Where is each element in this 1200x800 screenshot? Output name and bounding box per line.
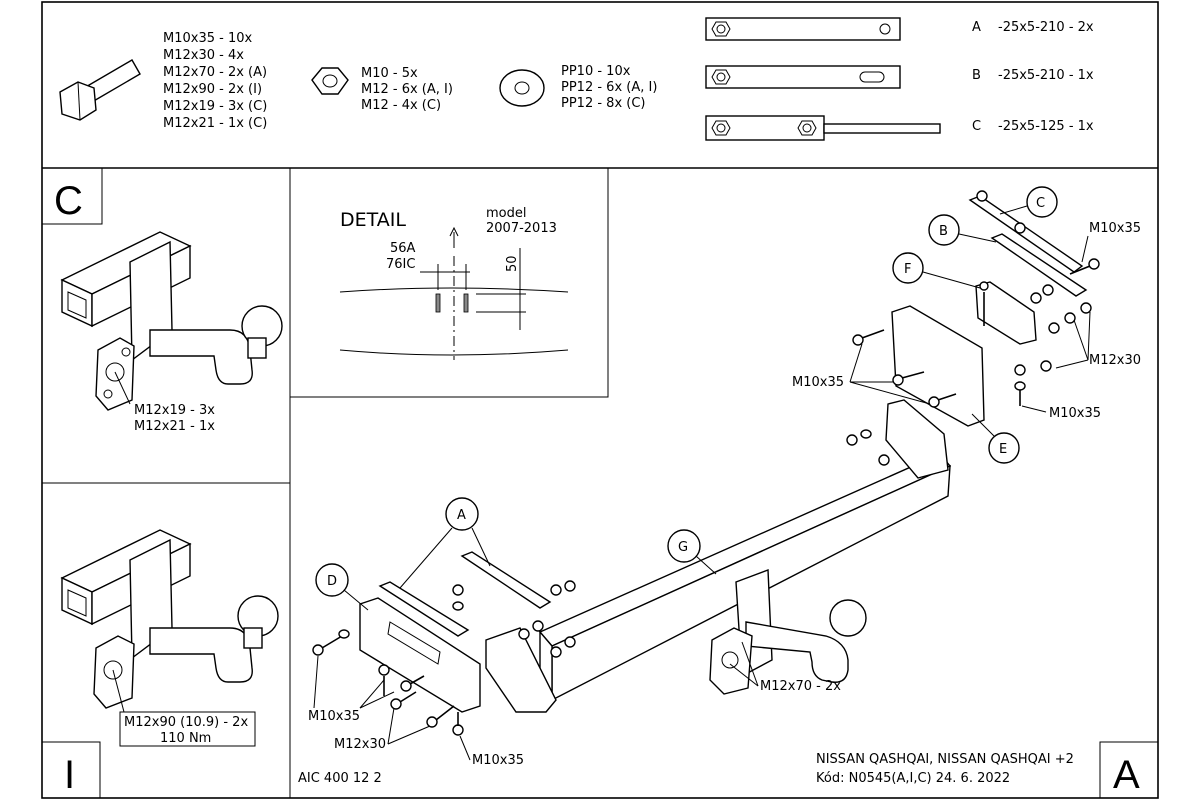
svg-text:A: A (457, 508, 466, 523)
washer-spec: PP10 - 10x (561, 64, 631, 79)
detail-title: DETAIL (340, 209, 406, 231)
washer-spec-list: PP10 - 10x PP12 - 6x (A, I) PP12 - 8x (C… (561, 64, 657, 111)
nut-spec: M12 - 4x (C) (361, 98, 441, 113)
detail-dimension: 50 (505, 255, 520, 272)
plate-spec: -25x5-210 - 1x (998, 68, 1094, 83)
plate-spec: -25x5-210 - 2x (998, 20, 1094, 35)
towbar-i-illustration (60, 529, 279, 713)
plate-a-icon (705, 17, 901, 41)
panel-c-note: M12x21 - 1x (134, 419, 215, 434)
detail-section-drawing (339, 226, 569, 360)
bolt-icon (59, 59, 141, 121)
nut-icon (311, 67, 349, 95)
svg-text:E: E (999, 442, 1007, 457)
callout-g: G (667, 529, 717, 575)
right-bracket (885, 281, 1037, 479)
plate-b-icon (705, 65, 901, 89)
callout-b: B (928, 214, 997, 246)
panel-c-note: M12x19 - 3x (134, 403, 215, 418)
label-m10x35: M10x35 (472, 753, 524, 768)
label-m10x35: M10x35 (1049, 406, 1101, 421)
bolt-spec: M12x70 - 2x (A) (163, 65, 267, 80)
towbar-c-illustration (60, 231, 283, 411)
detail-code: 56A (390, 241, 416, 256)
nut-spec-list: M10 - 5x M12 - 6x (A, I) M12 - 4x (C) (361, 66, 453, 113)
panel-i-note: M12x90 (10.9) - 2x (124, 715, 248, 730)
drawing-frame (41, 1, 1159, 799)
svg-text:D: D (327, 574, 337, 589)
plate-spec: -25x5-125 - 1x (998, 119, 1094, 134)
washer-icon (499, 69, 545, 107)
plate-letter: C (972, 119, 981, 134)
kod-date: Kód: N0545(A,I,C) 24. 6. 2022 (816, 771, 1010, 786)
washer-spec: PP12 - 8x (C) (561, 96, 646, 111)
label-m12x30: M12x30 (1089, 353, 1141, 368)
label-m12x30: M12x30 (334, 737, 386, 752)
plate-letter: A (972, 20, 981, 35)
label-m12x70: M12x70 - 2x (760, 679, 841, 694)
label-m10x35-multi: M10x35 (792, 375, 844, 390)
vehicle-name: NISSAN QASHQAI, NISSAN QASHQAI +2 (816, 752, 1074, 767)
nut-spec: M10 - 5x (361, 66, 418, 81)
callout-e: E (971, 413, 1020, 464)
fasteners (312, 190, 1100, 736)
svg-text:B: B (939, 224, 948, 239)
callout-a: A (399, 497, 491, 589)
product-code: AIC 400 12 2 (298, 771, 382, 786)
washer-spec: PP12 - 6x (A, I) (561, 80, 657, 95)
detail-code: 76IC (386, 257, 415, 272)
label-m10x35: M10x35 (1089, 221, 1141, 236)
detail-model-years: 2007-2013 (486, 221, 557, 236)
bolt-spec: M12x21 - 1x (C) (163, 116, 267, 131)
corner-letter: A (1113, 753, 1140, 797)
corner-letter-box (1099, 741, 1159, 799)
bolt-spec-list: M10x35 - 10x M12x30 - 4x M12x70 - 2x (A)… (163, 31, 267, 131)
plate-letter: B (972, 68, 981, 83)
panel-c-letter: C (54, 179, 83, 223)
svg-text:F: F (904, 262, 911, 277)
svg-text:G: G (678, 540, 688, 555)
bolt-spec: M12x90 - 2x (I) (163, 82, 262, 97)
panel-i-note: 110 Nm (160, 731, 211, 746)
callout-d: D (315, 563, 369, 611)
detail-model-label: model (486, 206, 526, 221)
panel-i-letter-box (41, 741, 101, 799)
torque-note-box (119, 711, 256, 747)
nut-spec: M12 - 6x (A, I) (361, 82, 453, 97)
bolt-spec: M10x35 - 10x (163, 31, 252, 46)
callout-c: C (999, 186, 1058, 218)
svg-text:C: C (1036, 196, 1045, 211)
panel-c-letter-box (41, 167, 103, 225)
bolt-spec: M12x30 - 4x (163, 48, 244, 63)
panel-i-letter: I (64, 753, 75, 797)
label-m10x35: M10x35 (308, 709, 360, 724)
callout-f: F (892, 252, 981, 289)
plate-c-icon (705, 115, 941, 141)
left-bracket (359, 597, 557, 713)
bolt-spec: M12x19 - 3x (C) (163, 99, 267, 114)
plates-a (378, 551, 552, 637)
detail-box (289, 167, 609, 398)
plates-bc (968, 195, 1088, 297)
